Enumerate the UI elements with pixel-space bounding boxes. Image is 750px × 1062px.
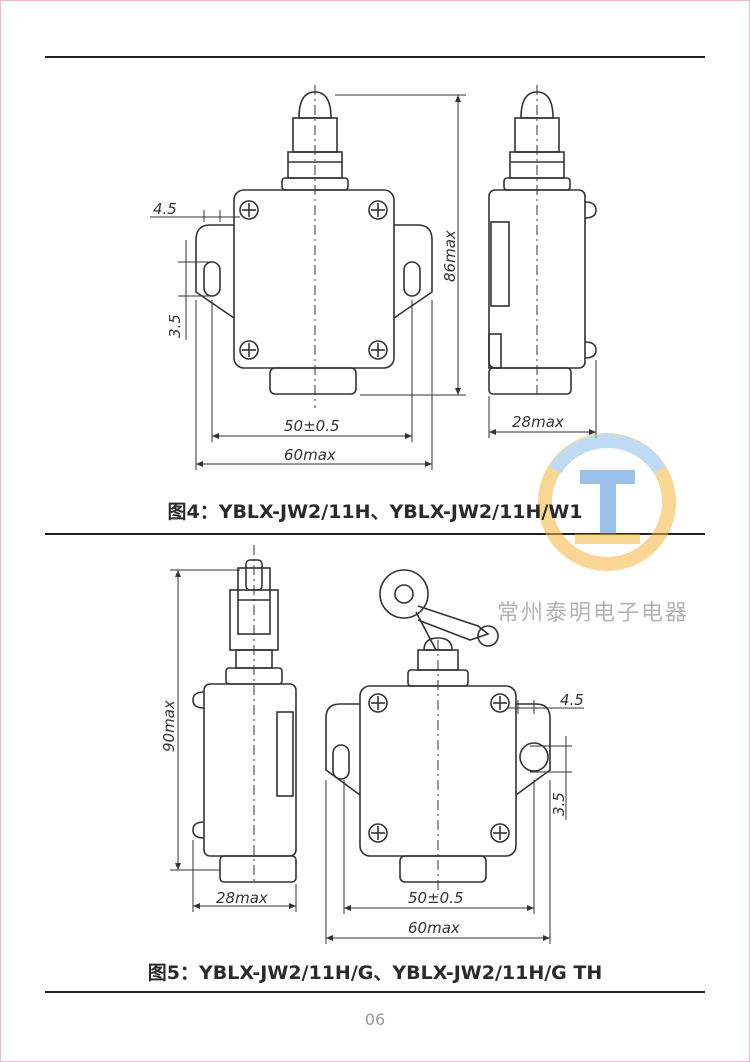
- bottom-rule: [45, 991, 705, 993]
- page-number: 06: [364, 1010, 386, 1029]
- fig4-dim-depth: 28max: [512, 413, 564, 431]
- fig4-dim-height: 86max: [441, 230, 459, 282]
- company-logo: [538, 433, 676, 571]
- fig4-dimension-lines: [150, 94, 466, 470]
- fig5-dim-hole-dia: 4.5: [560, 691, 584, 709]
- fig4-side-dimension-lines: [488, 360, 597, 438]
- figure5-caption: 图5：YBLX-JW2/11H/G、YBLX-JW2/11H/G TH: [147, 962, 603, 984]
- fig5-side-dimension-lines: [170, 569, 297, 912]
- middle-rule: [45, 533, 705, 535]
- fig5-dim-height: 90max: [160, 700, 178, 752]
- fig4-side-view: [488, 91, 597, 395]
- fig4-front-view: [195, 91, 433, 395]
- figure4-caption: 图4：YBLX-JW2/11H、YBLX-JW2/11H/W1: [167, 501, 583, 523]
- fig4-dim-hole-dia: 4.5: [153, 200, 177, 218]
- fig4-dim-hole-pitch: 3.5: [166, 314, 184, 338]
- fig4-dim-mount: 50±0.5: [284, 417, 340, 435]
- fig4-dim-width: 60max: [284, 446, 336, 464]
- watermark-text: 常州泰明电子电器: [497, 601, 689, 626]
- fig5-dim-mount: 50±0.5: [408, 889, 464, 907]
- top-rule: [45, 56, 705, 58]
- fig5-dim-hole-pitch: 3.5: [550, 792, 568, 816]
- fig5-side-view: [192, 559, 297, 883]
- fig5-dim-depth: 28max: [216, 889, 268, 907]
- fig5-front-dimension-lines: [325, 700, 584, 944]
- fig5-dim-width: 60max: [408, 919, 460, 937]
